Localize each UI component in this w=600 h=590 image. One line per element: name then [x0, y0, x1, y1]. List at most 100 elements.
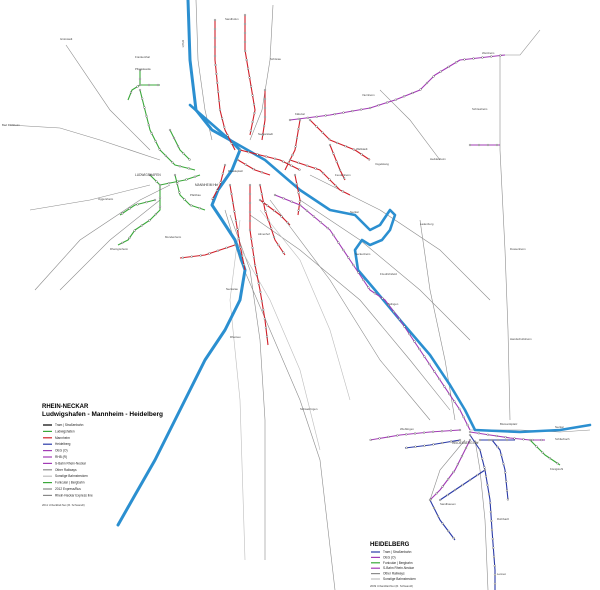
stop-marker	[242, 263, 246, 266]
pfingstweide-label: Pfingstweide	[135, 67, 151, 71]
stop-marker	[405, 433, 408, 436]
stop-marker	[321, 131, 324, 134]
hd-legend-label-2: Funicular | Bergbahn	[383, 561, 413, 565]
stop-marker	[381, 297, 384, 300]
stop-marker	[448, 392, 451, 396]
stop-marker	[322, 172, 325, 175]
stop-marker	[185, 178, 188, 181]
other-railways	[9, 0, 591, 590]
seckenheim-label: Seckenheim	[355, 252, 371, 256]
stop-marker	[145, 201, 148, 204]
funicular-hd	[529, 439, 561, 466]
stop-marker	[208, 252, 211, 255]
main-legend-label-5: RHB (R)	[55, 455, 67, 459]
stop-marker	[414, 432, 417, 435]
schwetzingen-label: Schwetzingen	[300, 407, 318, 411]
stop-marker	[237, 237, 240, 240]
stop-marker	[263, 115, 267, 119]
stop-marker	[141, 97, 144, 100]
stop-marker	[357, 271, 360, 274]
stop-marker	[423, 355, 426, 358]
stop-marker	[352, 148, 355, 151]
stop-marker	[540, 438, 543, 442]
stop-marker	[332, 233, 335, 237]
stop-marker	[282, 160, 285, 163]
stop-marker	[298, 168, 301, 171]
main-legend-label-10: 2012 Express/Bus	[55, 487, 81, 491]
stop-marker	[253, 112, 256, 115]
heidelberg-label: HEIDELBERG Hbf	[452, 441, 479, 445]
stop-marker	[314, 167, 317, 170]
stop-marker	[138, 68, 142, 72]
stop-marker	[495, 434, 498, 438]
stop-marker	[167, 182, 170, 185]
stop-marker	[458, 438, 462, 442]
stop-marker	[282, 197, 285, 200]
stop-marker	[373, 292, 376, 295]
paradeplatz-label: Paradeplatz	[228, 169, 244, 173]
stop-marker	[472, 57, 475, 60]
place-labels: LUDWIGSHAFEN MANNHEIM Hbf HEIDELBERG Hbf…	[2, 17, 570, 576]
stop-marker	[216, 81, 219, 84]
stop-marker	[486, 433, 489, 436]
tram-heidelberg-lines	[404, 434, 515, 590]
leimen-label: Leimen	[497, 572, 507, 576]
stop-marker	[489, 501, 492, 504]
stop-marker	[190, 204, 193, 207]
stop-marker	[273, 157, 276, 160]
stop-marker	[231, 201, 235, 204]
stop-marker	[334, 184, 337, 187]
stop-marker	[234, 219, 237, 222]
stop-marker	[528, 438, 532, 442]
stop-marker	[347, 256, 350, 259]
stop-marker	[297, 209, 300, 212]
stop-marker	[440, 430, 444, 433]
stop-marker	[148, 173, 152, 177]
almenhof-label: Almenhof	[258, 232, 270, 236]
stop-marker	[486, 484, 489, 487]
stop-marker	[455, 61, 458, 64]
sbahn-lines	[274, 54, 545, 501]
stop-marker	[158, 183, 162, 187]
stop-marker	[263, 106, 267, 110]
stop-marker	[266, 204, 269, 207]
stop-marker	[476, 473, 479, 477]
sandhofen-label: Sandhofen	[225, 17, 239, 21]
stop-marker	[254, 264, 257, 267]
hd-legend-label-1: OEG (O)	[383, 555, 396, 559]
stop-marker	[505, 438, 509, 442]
stop-marker	[453, 400, 456, 403]
stop-marker	[436, 515, 440, 518]
stop-marker	[138, 77, 142, 81]
stop-marker	[477, 143, 481, 147]
stop-marker	[378, 437, 381, 440]
koenigstuhl-label: Königstuhl	[550, 467, 563, 471]
main-legend-label-7: Other Railways	[55, 468, 77, 472]
main-legend-label-6: S-Bahn Rhein-Neckar	[55, 461, 87, 465]
hd-legend-label-0: Tram | Straßenbahn	[383, 550, 412, 554]
stop-marker	[493, 564, 496, 567]
stop-marker	[466, 423, 469, 427]
stop-marker	[225, 246, 228, 249]
stop-marker	[297, 127, 300, 130]
hd-legend-label-5: Sonstige Bahnstrecken	[383, 577, 416, 581]
stop-marker	[367, 158, 371, 161]
stop-marker	[290, 200, 293, 203]
stop-marker	[408, 332, 411, 336]
oggersheim-label: Oggersheim	[98, 197, 114, 201]
stop-marker	[493, 573, 497, 576]
stop-marker	[483, 466, 486, 469]
stop-marker	[173, 173, 177, 177]
stop-marker	[335, 160, 338, 163]
stop-marker	[199, 254, 202, 257]
stop-marker	[252, 255, 255, 258]
stop-marker	[288, 158, 292, 162]
stop-marker	[548, 457, 551, 460]
stop-marker	[247, 67, 250, 70]
stops	[121, 13, 559, 585]
stop-marker	[133, 229, 136, 232]
schoenau-label: Schönau	[270, 57, 281, 61]
stop-marker	[213, 45, 217, 49]
stop-marker	[506, 498, 509, 501]
